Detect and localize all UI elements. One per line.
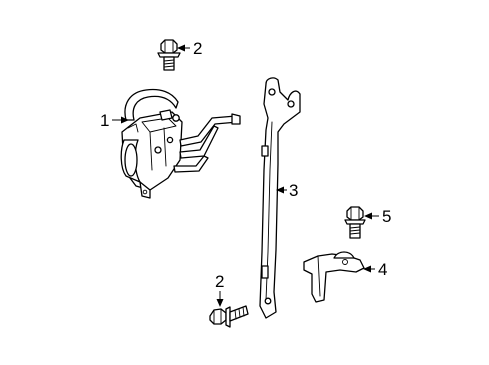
actuator-assembly — [120, 88, 241, 199]
callout-4-label: 4 — [378, 260, 387, 279]
flange-bolt-bottom — [209, 305, 249, 328]
callout-2-bottom-label: 2 — [215, 272, 224, 291]
mounting-bracket-strap — [259, 77, 301, 319]
callout-2-top-label: 2 — [193, 39, 202, 58]
callout-5: 5 — [364, 207, 391, 226]
callout-2-bottom: 2 — [215, 272, 224, 307]
callout-1-label: 1 — [100, 111, 109, 130]
callout-1: 1 — [100, 111, 129, 130]
callout-5-label: 5 — [382, 207, 391, 226]
callout-3: 3 — [276, 181, 298, 200]
flange-bolt-top — [157, 39, 181, 71]
callout-2-top: 2 — [177, 39, 202, 58]
callout-4: 4 — [363, 260, 387, 279]
flange-bolt-right — [344, 206, 366, 239]
small-bracket — [303, 251, 365, 303]
callout-3-label: 3 — [289, 181, 298, 200]
